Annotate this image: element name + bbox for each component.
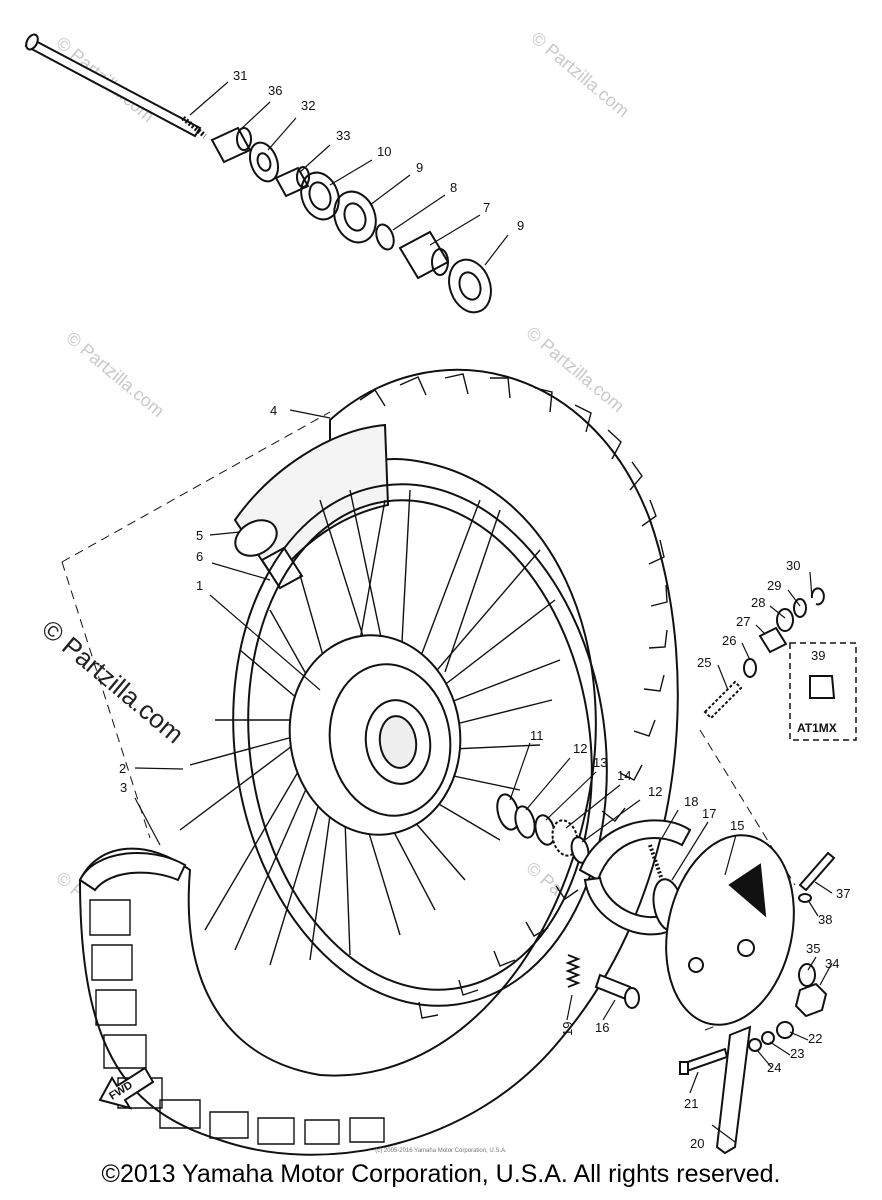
callouts: 1 2 3 4 5 6 7 8 9 9 10 11 12 12 13 14 15… [119, 68, 850, 1151]
brake-assembly [496, 793, 836, 1155]
callout-34: 34 [825, 956, 839, 971]
bolt-37 [798, 851, 836, 892]
callout-12-upper: 12 [573, 741, 587, 756]
model-box: 39 AT1MX [789, 642, 857, 741]
callout-9-upper: 9 [416, 160, 423, 175]
copyright-notice: ©2013 Yamaha Motor Corporation, U.S.A. A… [101, 1160, 781, 1188]
axle-assembly [24, 33, 492, 314]
callout-10: 10 [377, 144, 391, 159]
ring-12 [514, 805, 536, 839]
bearing-9-upper [333, 190, 377, 244]
seal-28 [776, 608, 794, 632]
callout-1: 1 [196, 578, 203, 593]
hub [288, 634, 462, 836]
watermark-3: © Partzilla.com [62, 328, 168, 421]
callout-17: 17 [702, 806, 716, 821]
spacer-36 [210, 126, 252, 164]
model-box-model-code: AT1MX [797, 721, 837, 735]
leader-lines [134, 81, 833, 1143]
rim [232, 483, 608, 1007]
callout-27: 27 [736, 614, 750, 629]
bearing-9-lower [448, 258, 492, 314]
nut-22 [776, 1021, 794, 1039]
callout-8: 8 [450, 180, 457, 195]
clip-30 [810, 587, 825, 606]
rim-band [260, 546, 304, 590]
callout-12-lower: 12 [648, 784, 662, 799]
forward-arrow: FWD [98, 1066, 155, 1110]
callout-2: 2 [119, 761, 126, 776]
bolt-21 [679, 1047, 729, 1075]
brake-plate-15 [665, 834, 795, 1026]
gear-25 [703, 680, 743, 720]
brake-arm-20 [715, 1025, 752, 1155]
callout-31: 31 [233, 68, 247, 83]
callout-21: 21 [684, 1096, 698, 1111]
callout-4: 4 [270, 403, 277, 418]
inner-tube [233, 423, 390, 582]
part-39-shape [809, 675, 836, 699]
callout-33: 33 [336, 128, 350, 143]
callout-24: 24 [767, 1060, 781, 1075]
watermark-2: © Partzilla.com [527, 28, 633, 121]
watermark-large: © Partzilla.com [36, 614, 189, 750]
spacer-7 [398, 230, 450, 280]
callout-7: 7 [483, 200, 490, 215]
callout-26: 26 [722, 633, 736, 648]
washer-32 [248, 141, 280, 183]
axle-shaft [24, 36, 202, 138]
callout-18: 18 [684, 794, 698, 809]
washer-35 [798, 963, 816, 987]
callout-32: 32 [301, 98, 315, 113]
callout-35: 35 [806, 941, 820, 956]
callout-3: 3 [120, 780, 127, 795]
bearing-10 [300, 171, 340, 221]
tire-cutaway-section [78, 852, 187, 892]
model-box-part-number: 39 [811, 648, 825, 663]
speedo-drive [703, 587, 825, 720]
callout-13: 13 [593, 755, 607, 770]
fine-print: (c) 2005-2016 Yamaha Motor Corporation, … [375, 1148, 507, 1154]
callout-22: 22 [808, 1031, 822, 1046]
callout-23: 23 [790, 1046, 804, 1061]
callout-5: 5 [196, 528, 203, 543]
nut-34 [794, 982, 828, 1018]
callout-6: 6 [196, 549, 203, 564]
callout-19: 19 [560, 1022, 575, 1036]
washer-26 [743, 658, 757, 678]
callout-37: 37 [836, 886, 850, 901]
ring-8 [375, 223, 395, 251]
callout-36: 36 [268, 83, 282, 98]
washer-24 [748, 1038, 762, 1052]
callout-9-lower: 9 [517, 218, 524, 233]
tire [78, 368, 679, 1156]
spring-19 [565, 954, 581, 988]
callout-20: 20 [690, 1136, 704, 1151]
washer-23 [761, 1031, 775, 1045]
cam-16 [594, 973, 640, 1009]
callout-15: 15 [730, 818, 744, 833]
callout-16: 16 [595, 1020, 609, 1035]
callout-38: 38 [818, 912, 832, 927]
callout-25: 25 [697, 655, 711, 670]
callout-29: 29 [767, 578, 781, 593]
callout-14: 14 [617, 768, 631, 783]
bushing-27 [758, 626, 788, 654]
callout-30: 30 [786, 558, 800, 573]
callout-11: 11 [530, 728, 544, 743]
collar-33 [274, 166, 310, 198]
callout-28: 28 [751, 595, 765, 610]
washer-29 [793, 598, 807, 618]
